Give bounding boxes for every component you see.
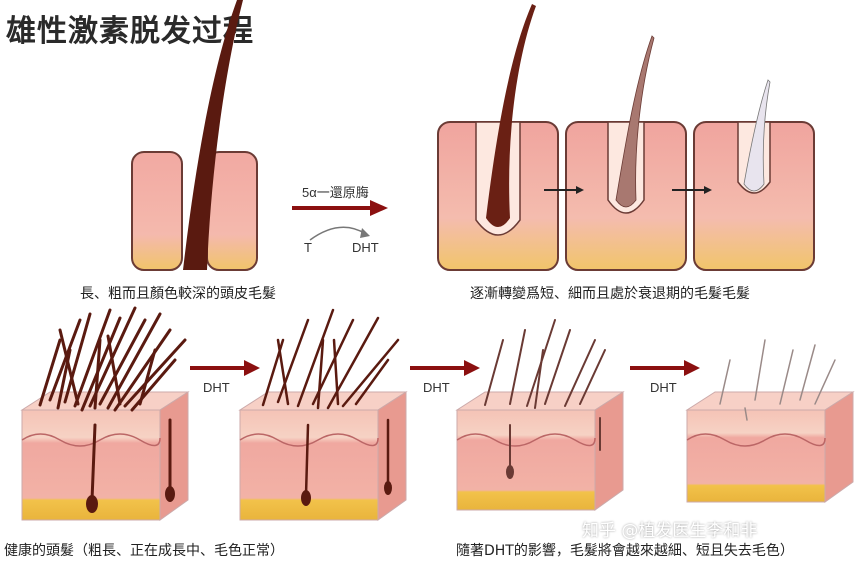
diagram-title: 雄性激素脱发过程: [6, 14, 254, 49]
dht-arrow-2: [410, 360, 480, 376]
dht-label: DHT: [352, 240, 379, 255]
bottom-right-caption: 隨著DHT的影響，毛髮將會越來越細、短且失去毛色）: [456, 543, 794, 559]
scalp-block-bald: [685, 339, 855, 503]
top-right-caption: 逐漸轉變爲短、細而且處於衰退期的毛髮毛髮: [470, 286, 750, 302]
bottom-left-caption: 健康的頭髮（粗長、正在成長中、毛色正常）: [4, 543, 284, 559]
dht-arrow-1: [190, 360, 260, 376]
dht-arrow-label-3: DHT: [650, 380, 677, 395]
thick-hair-follicle-illustration: [131, 0, 258, 271]
scalp-block-thinning: [238, 308, 408, 521]
dht-arrow-3: [630, 360, 700, 376]
follicle-miniaturization-illustration: [437, 4, 815, 271]
scalp-block-miniaturized: [455, 319, 625, 511]
dht-arrow-label-2: DHT: [423, 380, 450, 395]
conversion-arrow: [292, 200, 388, 216]
scalp-block-dense: [20, 306, 190, 521]
enzyme-label: 5α一還原脢: [302, 185, 369, 200]
watermark-text: 知乎 @植发医生李和非: [582, 521, 758, 541]
t-to-dht-curve-arrow: [309, 226, 370, 241]
top-left-caption: 長、粗而且顏色較深的頭皮毛髮: [80, 286, 276, 302]
dht-arrow-label-1: DHT: [203, 380, 230, 395]
t-label: T: [304, 240, 312, 255]
